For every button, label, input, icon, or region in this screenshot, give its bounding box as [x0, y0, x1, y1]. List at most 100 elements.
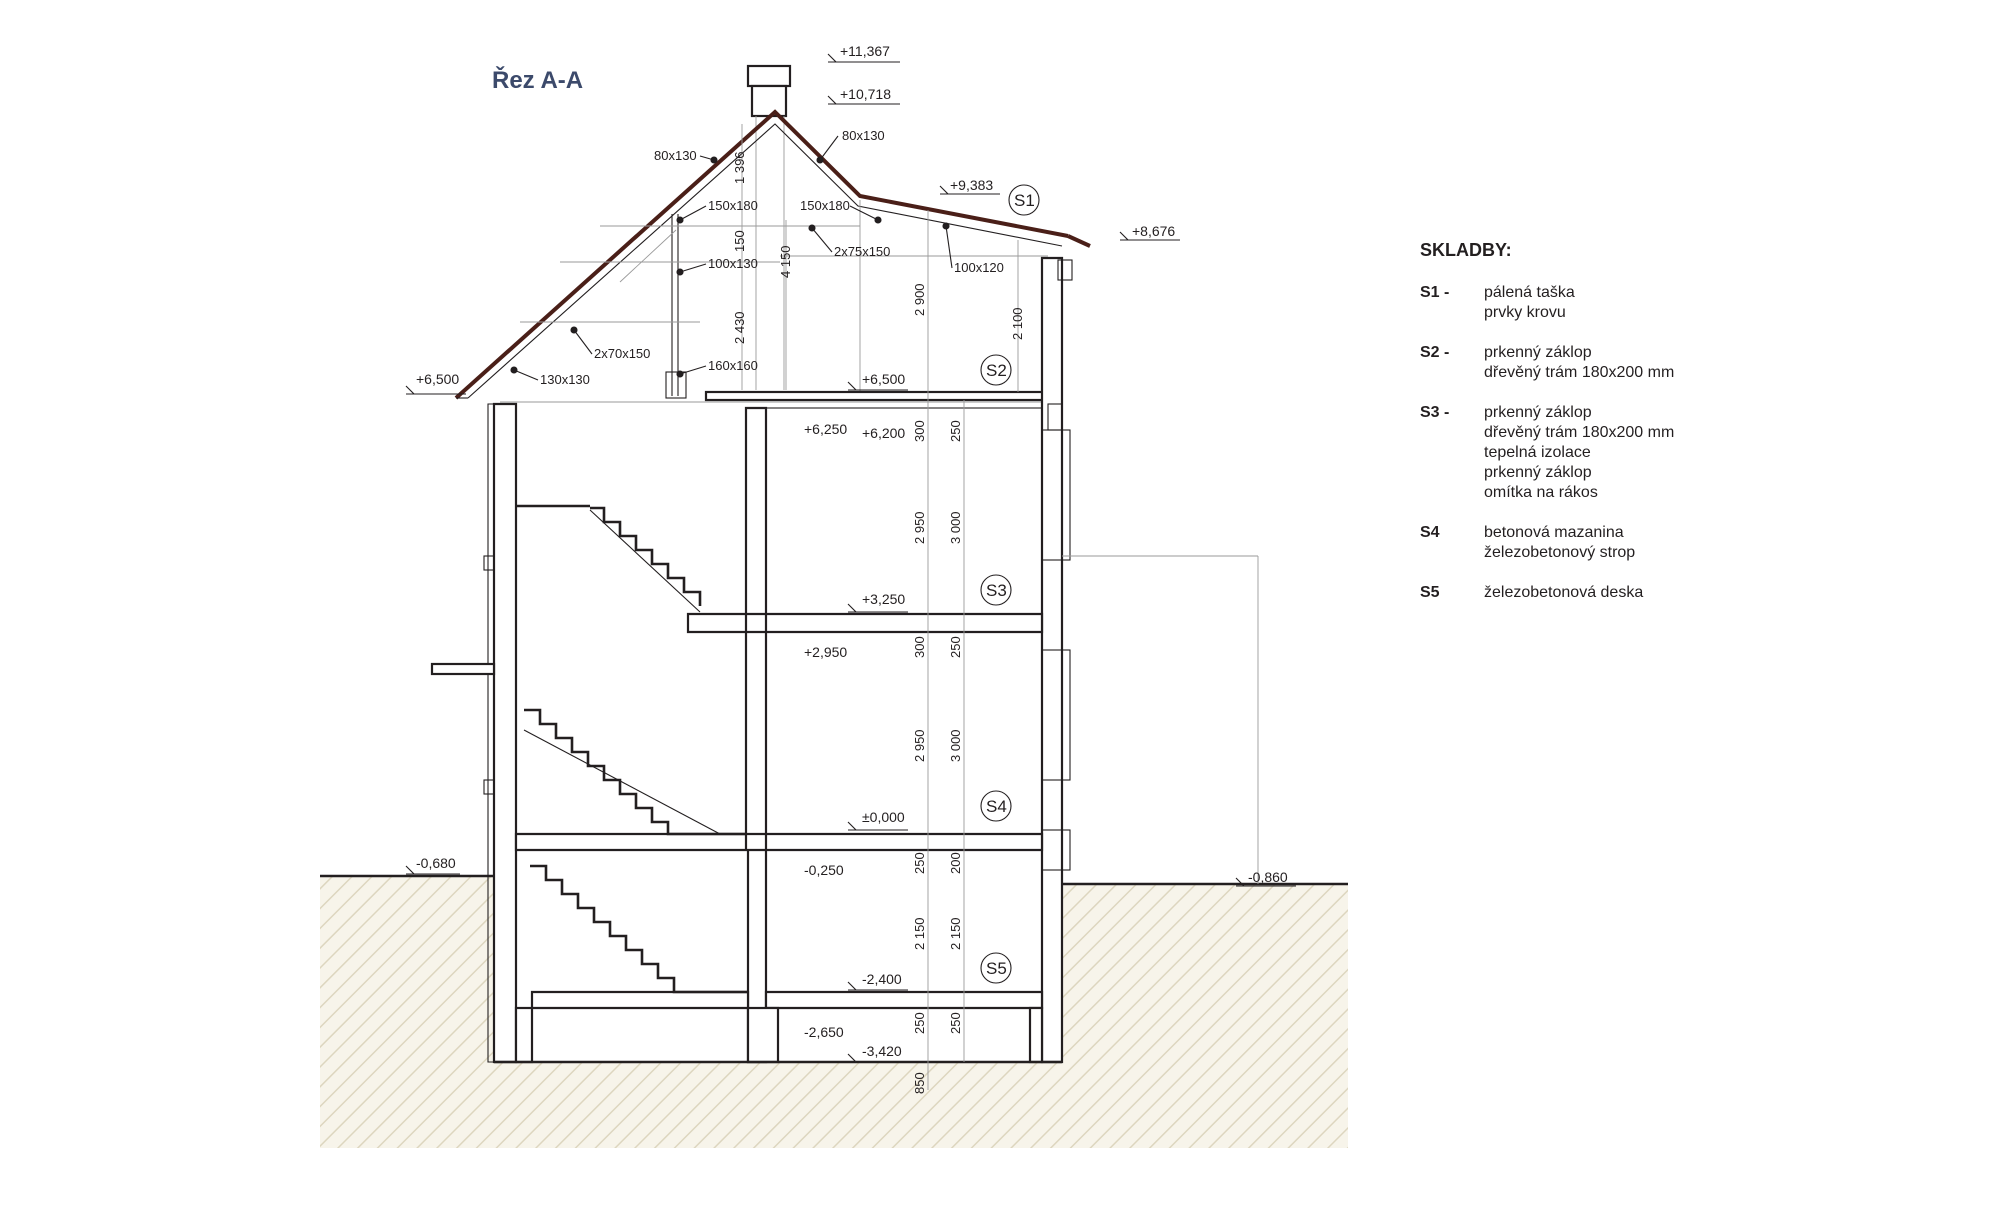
tag-s1-circle — [1008, 184, 1040, 216]
level-9383: +9,383 — [950, 177, 993, 193]
legend-line: prkenný záklop — [1484, 404, 1592, 421]
legend-code: S1 - — [1420, 284, 1450, 301]
tag-s2-circle — [980, 354, 1012, 386]
level-labels: +11,367 +10,718 +9,383 +8,676 +6,500 +6,… — [416, 43, 1288, 1059]
timber-2x70x150: 2x70x150 — [594, 346, 650, 361]
level-11367: +11,367 — [840, 43, 890, 59]
level-2950: +2,950 — [804, 644, 847, 660]
section-title: Řez A-A — [492, 66, 583, 94]
legend-item: S5 železobetonová deska — [1420, 583, 1880, 603]
dim-1396: 1 396 — [732, 151, 747, 184]
level-minus-2650: -2,650 — [804, 1024, 844, 1040]
tag-s5: S5 — [986, 959, 1007, 978]
dimension-lines — [741, 124, 1259, 1090]
level-3250: +3,250 — [862, 591, 905, 607]
roof — [454, 109, 1091, 403]
stairs — [516, 504, 748, 994]
level-8676: +8,676 — [1132, 223, 1175, 239]
tag-s4: S4 — [986, 797, 1007, 816]
dim-2430: 2 430 — [732, 311, 747, 344]
level-minus-0250: -0,250 — [804, 862, 844, 878]
legend-lines: železobetonová deska — [1484, 583, 1643, 603]
tag-s1: S1 — [1014, 191, 1035, 210]
dim-2950-lower: 2 950 — [912, 729, 927, 762]
ground — [320, 874, 1348, 1148]
timber-130x130: 130x130 — [540, 372, 590, 387]
dim-3000-upper: 3 000 — [948, 511, 963, 544]
section-tags: S1 S2 S3 S4 S5 — [980, 184, 1040, 984]
timber-80x130-left: 80x130 — [654, 148, 697, 163]
legend-code: S4 — [1420, 524, 1440, 541]
legend-code: S5 — [1420, 584, 1440, 601]
timber-2x75x150: 2x75x150 — [834, 244, 890, 259]
timber-160x160: 160x160 — [708, 358, 758, 373]
timber-150x180-right: 150x180 — [800, 198, 850, 213]
dim-150: 150 — [732, 230, 747, 252]
tag-s5-circle — [980, 952, 1012, 984]
dim-850: 850 — [912, 1072, 927, 1094]
tag-s3: S3 — [986, 581, 1007, 600]
legend-lines: pálená taška prvky krovu — [1484, 283, 1575, 323]
legend-code: S2 - — [1420, 344, 1450, 361]
dim-2150-right: 2 150 — [948, 917, 963, 950]
dim-2950-upper: 2 950 — [912, 511, 927, 544]
level-6500-mid: +6,500 — [862, 371, 905, 387]
legend-item: S3 - prkenný záklop dřevěný trám 180x200 m… — [1420, 403, 1880, 503]
tag-s4-circle — [980, 790, 1012, 822]
dim-300-lower: 300 — [912, 636, 927, 658]
dim-2150-left: 2 150 — [912, 917, 927, 950]
legend-line: dřevěný trám 180x200 mm — [1484, 424, 1675, 441]
dim-250-basement: 250 — [912, 852, 927, 874]
level-minus-0680: -0,680 — [416, 855, 456, 871]
legend-lines: prkenný záklop dřevěný trám 180x200 mm — [1484, 343, 1674, 383]
level-6200: +6,200 — [862, 425, 905, 441]
legend-rows: S1 - pálená taška prvky krovu S2 - prkenný z… — [1420, 283, 1880, 603]
legend-line: prvky krovu — [1484, 304, 1566, 321]
timber-80x130-right: 80x130 — [842, 128, 885, 143]
timber-100x120: 100x120 — [954, 260, 1004, 275]
level-10718: +10,718 — [840, 86, 891, 102]
legend-line: omítka na rákos — [1484, 484, 1598, 501]
level-6250: +6,250 — [804, 421, 847, 437]
level-markers — [405, 53, 1296, 1063]
tag-s3-circle — [980, 574, 1012, 606]
level-minus-0860: -0,860 — [1248, 869, 1288, 885]
level-minus-2400: -2,400 — [862, 971, 902, 987]
legend-line: betonová mazanina — [1484, 524, 1624, 541]
dim-250-slab-right: 250 — [948, 1012, 963, 1034]
legend-item: S2 - prkenný záklop dřevěný trám 180x200 m… — [1420, 343, 1880, 383]
legend-item: S1 - pálená taška prvky krovu — [1420, 283, 1880, 323]
level-minus-3420: -3,420 — [862, 1043, 902, 1059]
legend-lines: betonová mazanina železobetonový strop — [1484, 523, 1635, 563]
dim-250-slab-left: 250 — [912, 1012, 927, 1034]
rooms — [765, 407, 1043, 993]
timber-150x180-left: 150x180 — [708, 198, 758, 213]
dim-3000-lower: 3 000 — [948, 729, 963, 762]
legend-title: SKLADBY: — [1420, 240, 1512, 260]
timber-labels: 80x130 80x130 150x180 150x180 2x75x150 1… — [510, 128, 1004, 387]
legend-line: pálená taška — [1484, 284, 1575, 301]
legend-line: tepelná izolace — [1484, 444, 1591, 461]
legend-line: železobetonová deska — [1484, 584, 1644, 601]
tag-s2: S2 — [986, 361, 1007, 380]
legend-line: železobetonový strop — [1484, 544, 1636, 561]
level-6500-left: +6,500 — [416, 371, 459, 387]
timber-100x130: 100x130 — [708, 256, 758, 271]
legend-item: S4 betonová mazanina železobetonový strop — [1420, 523, 1880, 563]
legend: SKLADBY: S1 - pálená taška prvky krovu S2 -… — [1420, 240, 1880, 623]
dimension-labels: 1 396 150 4 150 2 430 2 900 2 100 300 25… — [732, 151, 1025, 1094]
legend-lines: prkenný záklop dřevěný trám 180x200 mm tep… — [1484, 403, 1674, 503]
dim-250-upper: 250 — [948, 420, 963, 442]
dim-250-lower: 250 — [948, 636, 963, 658]
chimney — [746, 64, 792, 390]
dim-200: 200 — [948, 852, 963, 874]
legend-line: prkenný záklop — [1484, 344, 1592, 361]
legend-code: S3 - — [1420, 404, 1450, 421]
dim-2900: 2 900 — [912, 283, 927, 316]
level-0000: ±0,000 — [862, 809, 905, 825]
building-walls — [430, 256, 1073, 1064]
dim-4150: 4 150 — [778, 245, 793, 278]
legend-line: dřevěný trám 180x200 mm — [1484, 364, 1675, 381]
dim-2100: 2 100 — [1010, 307, 1025, 340]
